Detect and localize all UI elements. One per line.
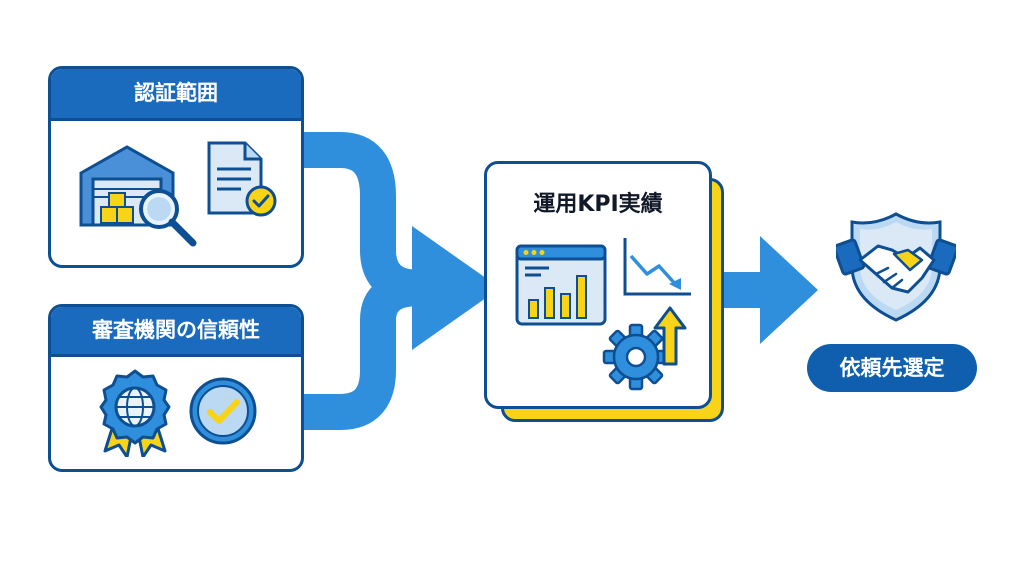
auditor-reliability-card: 審査機関の信頼性	[48, 304, 304, 472]
certification-scope-card: 認証範囲	[48, 66, 304, 268]
certified-document-icon	[207, 141, 277, 217]
vendor-selection-label: 依頼先選定	[807, 344, 977, 392]
up-arrow-icon	[653, 306, 687, 366]
operational-kpi-card: 運用KPI実績	[484, 161, 712, 409]
magnifier-icon	[139, 189, 197, 247]
handshake-shield-icon	[836, 212, 956, 322]
declining-line-chart-icon	[623, 238, 691, 296]
globe-award-badge-icon	[99, 369, 171, 457]
auditor-reliability-title: 審査機関の信頼性	[51, 307, 301, 357]
operational-kpi-title: 運用KPI実績	[533, 192, 663, 217]
dashboard-bar-chart-icon	[515, 244, 607, 326]
check-circle-icon	[189, 377, 257, 445]
certification-scope-title: 認証範囲	[51, 69, 301, 121]
